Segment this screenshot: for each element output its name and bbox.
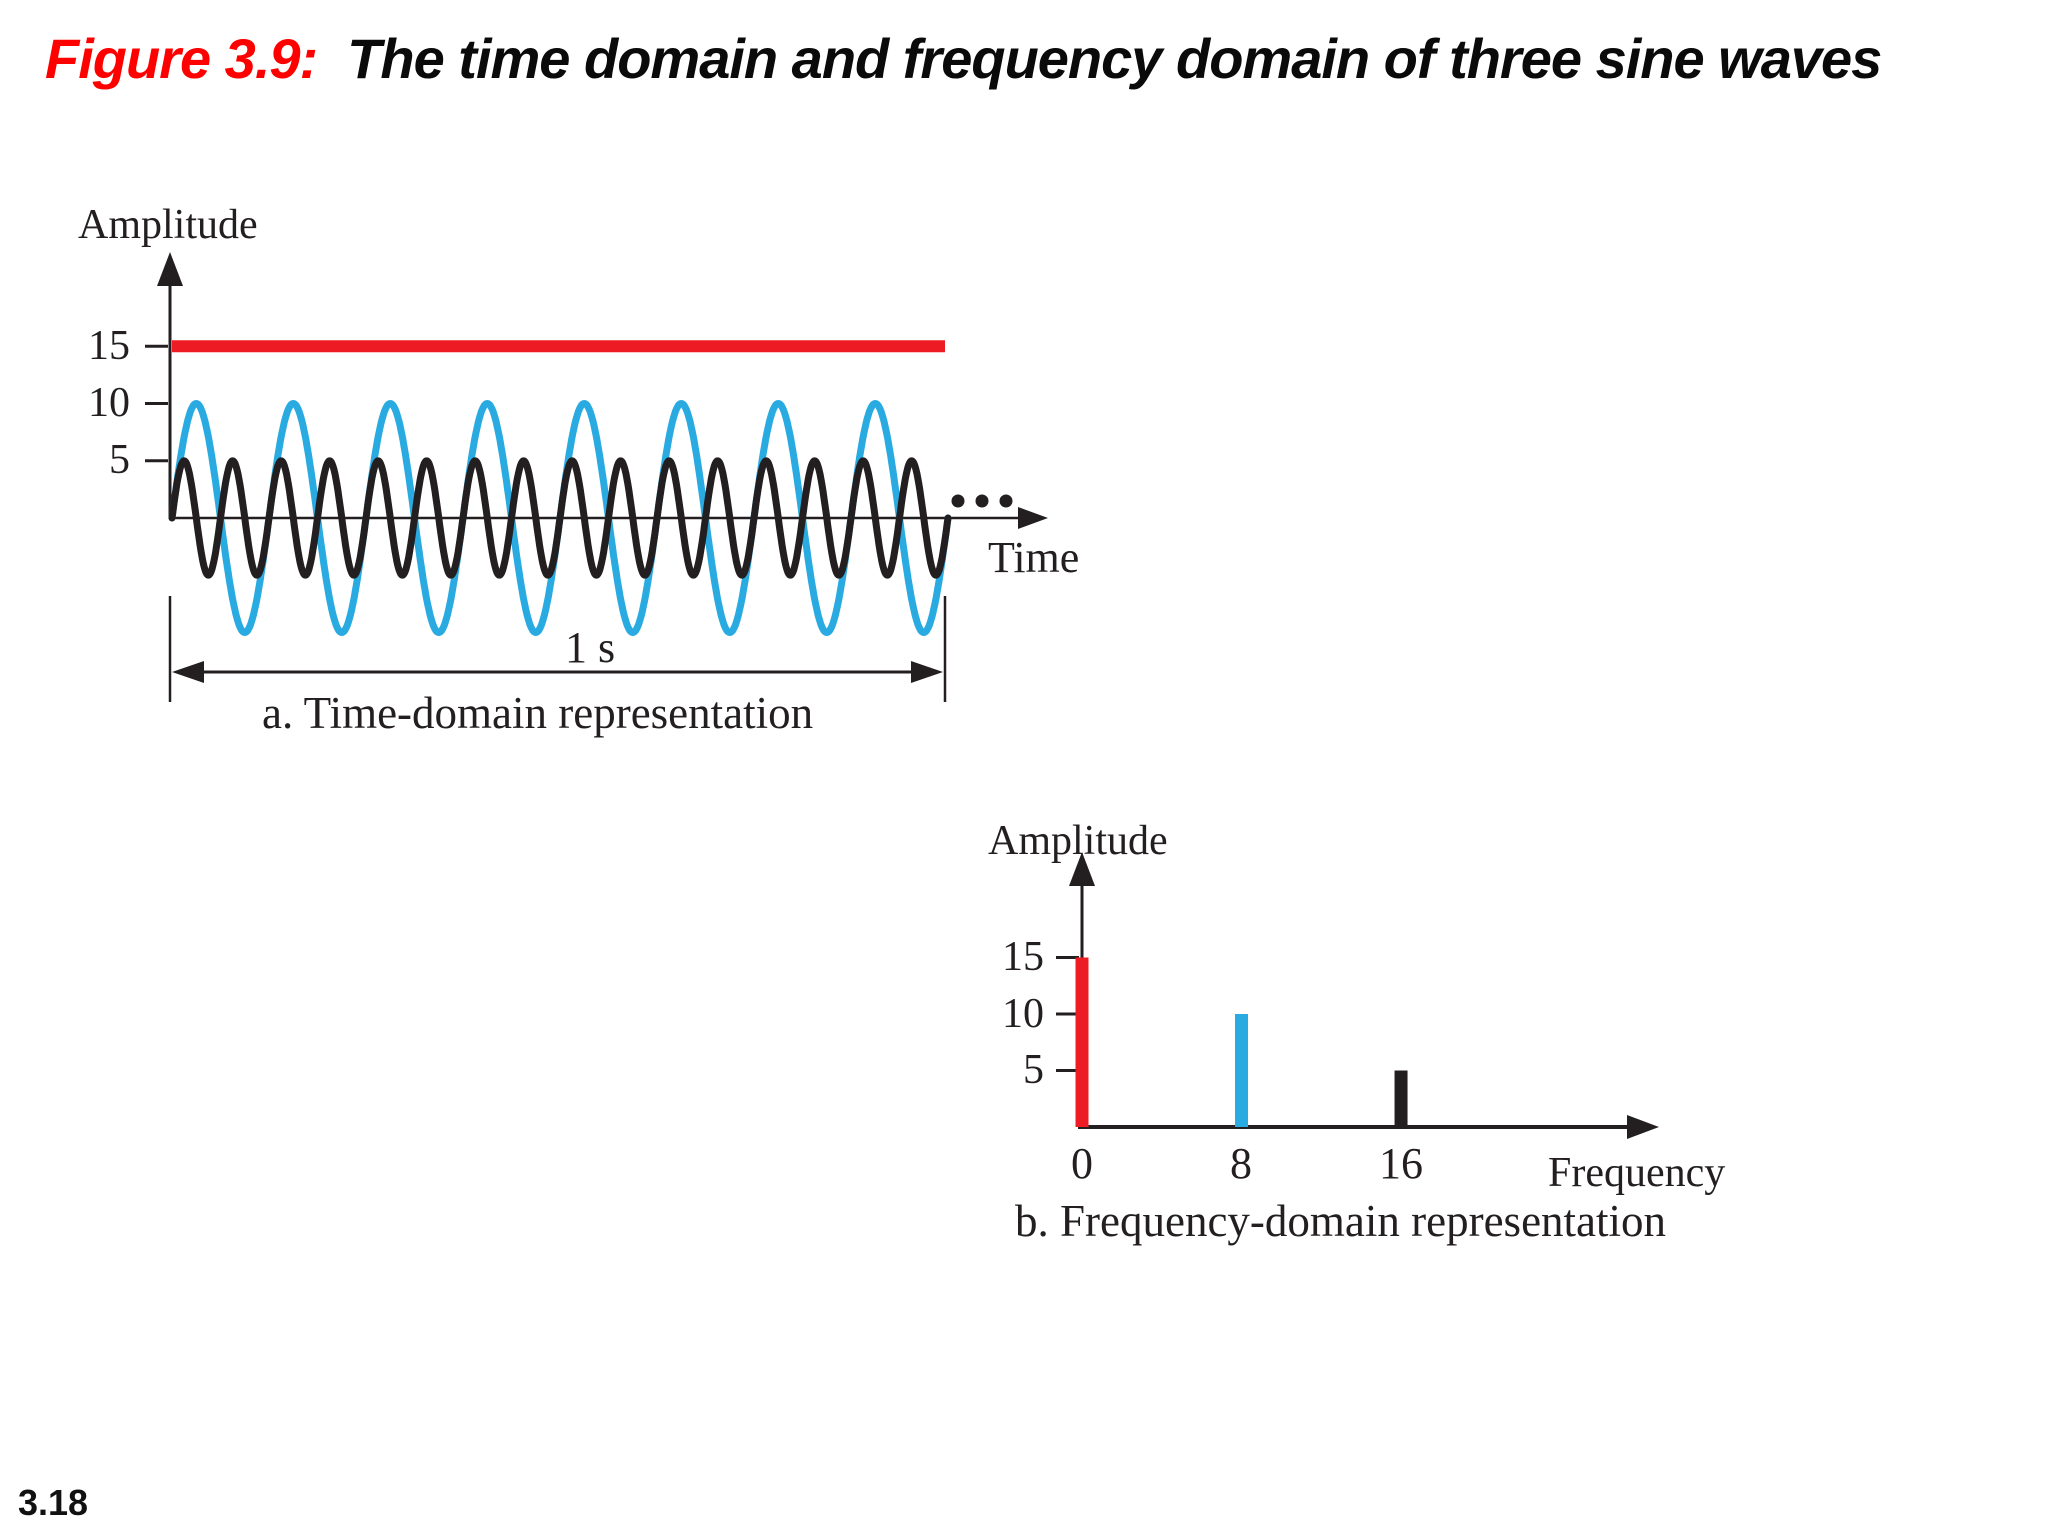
freq-ytick-15: 15: [1002, 934, 1044, 980]
title-text: The time domain and frequency domain of …: [347, 27, 1882, 90]
time-axis-label: Time: [988, 533, 1080, 582]
continuation-dot-1: [975, 494, 989, 508]
time-amplitude-axis-label: Amplitude: [78, 202, 258, 248]
freq-xtick-0: 0: [1071, 1139, 1093, 1188]
time-ytick-15: 15: [88, 323, 130, 369]
freq-xtick-8: 8: [1230, 1139, 1252, 1188]
slide-title: Figure 3.9: The time domain and frequency…: [45, 26, 1882, 92]
freq-x-axis-arrowhead: [1627, 1115, 1659, 1139]
frequency-axis-label: Frequency: [1548, 1150, 1726, 1196]
continuation-dot-0: [951, 494, 965, 508]
time-ytick-10: 10: [88, 380, 130, 426]
time-y-axis-arrowhead: [157, 252, 183, 286]
freq-xtick-16: 16: [1379, 1139, 1423, 1188]
dimension-arrowhead-right: [911, 661, 943, 683]
time-x-axis-arrowhead: [1018, 507, 1048, 529]
continuation-dot-2: [999, 494, 1013, 508]
freq-y-axis-arrowhead: [1069, 852, 1095, 886]
freq-ytick-5: 5: [1023, 1047, 1044, 1093]
freq-amplitude-axis-label: Amplitude: [988, 818, 1168, 864]
frequency-domain-caption: b. Frequency-domain representation: [1015, 1196, 1667, 1246]
sine-wave-16hz: [168, 457, 952, 579]
figure-number: Figure 3.9:: [45, 27, 318, 90]
freq-ytick-10: 10: [1002, 991, 1044, 1037]
slide-number: 3.18: [18, 1482, 89, 1523]
freq-bar-16hz: [1394, 1070, 1408, 1127]
time-domain-caption: a. Time-domain representation: [262, 688, 814, 738]
freq-bar-0hz: [1075, 957, 1089, 1127]
freq-bar-8hz: [1235, 1014, 1249, 1127]
dimension-arrowhead-left: [172, 661, 204, 683]
duration-span-label: 1 s: [564, 623, 616, 672]
time-ytick-5: 5: [109, 437, 130, 483]
